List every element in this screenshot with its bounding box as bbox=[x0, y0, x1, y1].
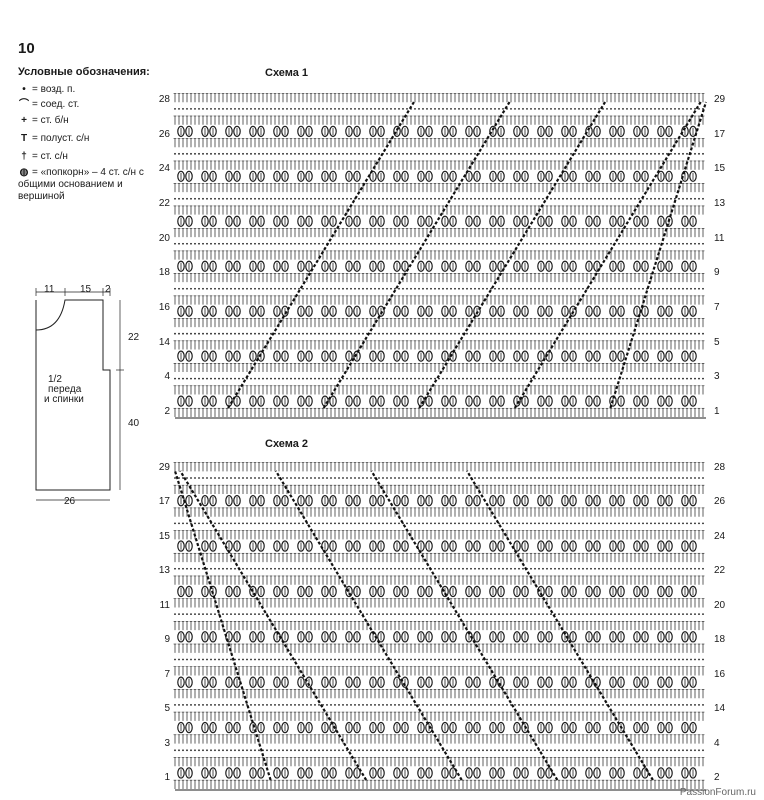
half-double-crochet-icon: T bbox=[20, 133, 28, 144]
double-crochet-icon: † bbox=[21, 151, 27, 162]
legend-item-half-double: T= полуст. с/н bbox=[18, 133, 158, 145]
row-number-left: 1 bbox=[164, 772, 170, 783]
row-number-right: 16 bbox=[714, 668, 726, 680]
popcorn-stitch-icon: ◍ bbox=[19, 167, 29, 178]
row-number-right: 7 bbox=[714, 302, 720, 313]
row-number-left: 4 bbox=[164, 371, 170, 383]
row-number-right: 29 bbox=[714, 94, 726, 105]
legend-item-double-crochet: †= ст. с/н bbox=[18, 151, 158, 163]
legend-item-single-crochet: += ст. б/н bbox=[18, 115, 158, 127]
scheme-2-title: Схема 2 bbox=[265, 438, 309, 450]
silhouette-label-side-2: 40 bbox=[128, 418, 140, 429]
row-number-right: 15 bbox=[714, 163, 726, 175]
legend-item-popcorn: ◍= «попкорн» – 4 ст. с/н с общими основа… bbox=[18, 167, 144, 202]
row-number-left: 5 bbox=[164, 703, 170, 715]
row-number-left: 9 bbox=[164, 634, 170, 646]
row-number-right: 11 bbox=[714, 232, 725, 244]
legend-title: Условные обозначения: bbox=[18, 66, 150, 78]
row-number-left: 20 bbox=[158, 232, 170, 244]
slip-stitch-icon: ⌒ bbox=[19, 99, 29, 110]
scheme-2-chart bbox=[173, 462, 706, 791]
row-number-left: 15 bbox=[158, 530, 170, 542]
row-number-left: 28 bbox=[158, 94, 170, 105]
legend-item-slip-stitch: ⌒= соед. ст. bbox=[19, 99, 80, 110]
scheme-1-chart bbox=[173, 93, 708, 419]
row-number-right: 22 bbox=[714, 565, 726, 577]
row-number-left: 11 bbox=[159, 599, 170, 611]
single-crochet-icon: + bbox=[21, 115, 27, 126]
silhouette-label-top-1: 11 bbox=[44, 284, 55, 295]
row-number-left: 16 bbox=[158, 302, 170, 313]
silhouette-label-side-1: 22 bbox=[128, 332, 140, 343]
row-number-right: 4 bbox=[714, 737, 720, 749]
row-number-right: 28 bbox=[714, 462, 726, 473]
row-number-right: 13 bbox=[714, 198, 726, 209]
row-number-right: 5 bbox=[714, 336, 720, 348]
silhouette-caption-3: и спинки bbox=[44, 394, 84, 405]
scheme-1-title: Схема 1 bbox=[265, 67, 309, 79]
row-number-right: 20 bbox=[714, 599, 726, 611]
row-number-left: 22 bbox=[158, 198, 170, 209]
row-number-left: 14 bbox=[158, 336, 170, 348]
row-number-right: 1 bbox=[714, 406, 720, 417]
silhouette-caption-1: 1/2 bbox=[48, 374, 62, 385]
watermark: PassionForum.ru bbox=[679, 787, 756, 798]
row-number-left: 29 bbox=[158, 462, 170, 473]
row-number-left: 3 bbox=[164, 737, 170, 749]
row-number-left: 2 bbox=[164, 406, 170, 417]
silhouette-label-top-2: 15 bbox=[80, 284, 92, 295]
silhouette-label-top-3: 2 bbox=[105, 284, 111, 295]
legend-item-chain: •= возд. п. bbox=[18, 84, 158, 96]
row-number-right: 26 bbox=[714, 496, 726, 508]
silhouette-caption-2: переда bbox=[48, 384, 82, 395]
row-number-right: 24 bbox=[714, 530, 726, 542]
row-number-left: 13 bbox=[158, 565, 170, 577]
row-number-right: 18 bbox=[714, 634, 726, 646]
row-number-left: 26 bbox=[158, 128, 170, 140]
row-number-left: 7 bbox=[164, 668, 170, 680]
pattern-number: 10 bbox=[18, 40, 35, 57]
row-number-right: 14 bbox=[714, 703, 726, 715]
row-number-left: 18 bbox=[158, 267, 170, 279]
row-number-left: 24 bbox=[158, 163, 170, 175]
row-number-right: 17 bbox=[714, 128, 726, 140]
row-number-right: 9 bbox=[714, 267, 720, 279]
row-number-left: 17 bbox=[158, 496, 170, 508]
silhouette-label-bottom: 26 bbox=[64, 496, 76, 507]
chain-stitch-icon: • bbox=[22, 84, 26, 95]
garment-silhouette bbox=[35, 288, 124, 501]
row-number-right: 2 bbox=[714, 772, 720, 783]
row-number-right: 3 bbox=[714, 371, 720, 383]
